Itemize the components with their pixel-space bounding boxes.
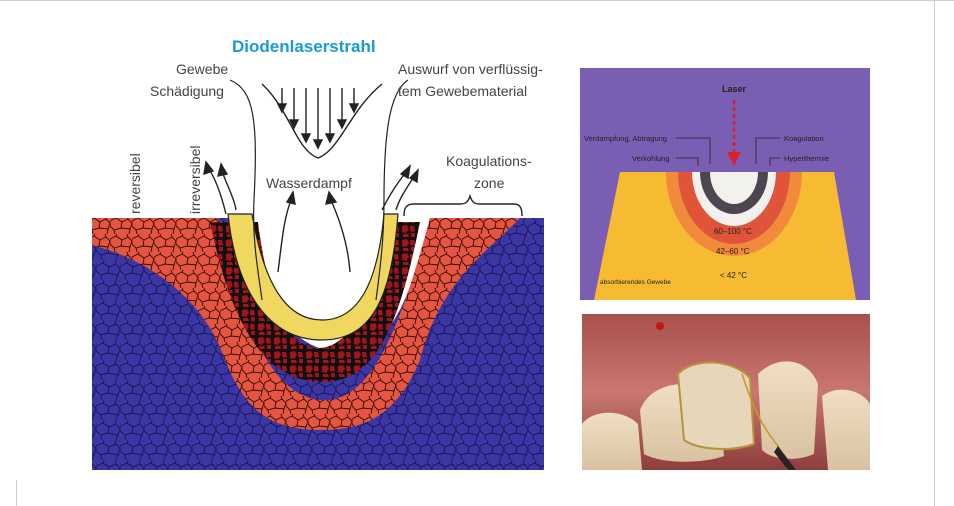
inset-laser-label: Laser <box>722 84 747 94</box>
coagulation-brace <box>404 196 522 216</box>
beam-curve <box>262 84 382 158</box>
dental-laser-photo <box>582 314 870 470</box>
label-reversible: reversibel <box>127 153 143 214</box>
inset-temp1: 60–100 °C <box>714 227 752 236</box>
inset-temp3: < 42 °C <box>720 271 747 280</box>
label-damage-1: Gewebe <box>176 61 228 77</box>
label-steam: Wasserdampf <box>266 175 352 191</box>
inset-temp2: 42–60 °C <box>716 247 750 256</box>
laser-effect-inset: Laser Verdampfung, Abtragung Verkohlung … <box>580 68 870 300</box>
label-damage-2: Schädigung <box>150 83 224 99</box>
inset-absorbing-label: absorbierendes Gewebe <box>600 279 671 286</box>
inset-vaporization-label: Verdampfung, Abtragung <box>584 134 667 143</box>
tooth-left <box>582 413 642 470</box>
label-ejection-2: tem Gewebematerial <box>398 83 527 99</box>
blood-spot <box>656 322 664 330</box>
inset-hyperthermia-label: Hyperthermie <box>784 154 829 163</box>
inset-carbonization-label: Verkohlung <box>632 154 670 163</box>
diagram-title: Diodenlaserstrahl <box>232 37 376 56</box>
tooth-right <box>758 361 818 459</box>
laser-down-arrows <box>278 88 358 148</box>
label-coagulation-1: Koagulations- <box>446 153 532 169</box>
tooth-far-right <box>822 390 870 470</box>
label-ejection-1: Auswurf von verflüssig- <box>398 61 543 77</box>
inset-coagulation-label: Koagulation <box>784 134 824 143</box>
label-irreversible: irreversibel <box>187 146 203 214</box>
label-coagulation-2: zone <box>474 175 505 191</box>
